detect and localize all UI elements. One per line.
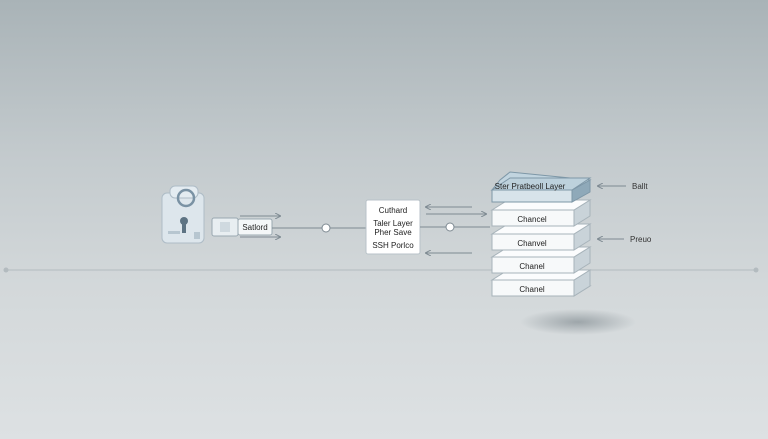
layer-2-label: Chanvel — [517, 239, 547, 248]
protocol-box[interactable]: Cuthard Taler Layer Pher Save SSH Porlco — [365, 199, 421, 255]
top-layer-label: Ster Pratbeoll Layer — [495, 182, 566, 191]
connector-node-1 — [321, 223, 331, 233]
layer-1-label: Chancel — [517, 215, 547, 224]
layer-3-label: Chanel — [519, 262, 545, 271]
protocol-line-3: Pher Save — [374, 228, 412, 237]
layer-4[interactable]: Chanel — [490, 269, 592, 297]
stack-shadow — [520, 309, 636, 335]
device-connector — [211, 217, 239, 237]
top-layer[interactable]: Ster Pratbeoll Layer — [490, 171, 592, 203]
protocol-line-2: Taler Layer — [373, 219, 413, 228]
side-label-top: Ballt — [632, 182, 648, 191]
baseline-right-dot — [753, 267, 759, 273]
lock-device[interactable] — [161, 185, 205, 244]
layer-4-label: Chanel — [519, 285, 545, 294]
satlord-box[interactable]: Satlord — [237, 218, 273, 236]
satlord-label: Satlord — [242, 223, 267, 232]
layer-2[interactable]: Chanvel — [490, 223, 592, 251]
side-label-middle: Preuo — [630, 235, 652, 244]
connector-node-2 — [445, 222, 455, 232]
protocol-line-1: Cuthard — [379, 206, 407, 215]
layer-3[interactable]: Chanel — [490, 246, 592, 274]
baseline-left-dot — [3, 267, 9, 273]
layer-1[interactable]: Chancel — [490, 199, 592, 227]
protocol-line-4: SSH Porlco — [372, 241, 414, 250]
